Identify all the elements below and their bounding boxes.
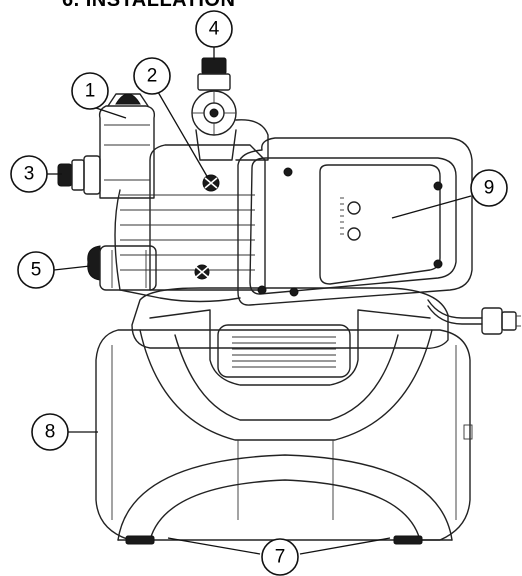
callout-9-label: 9 [484, 178, 495, 199]
callout-2: 2 [133, 57, 171, 95]
callout-1-label: 1 [85, 81, 96, 102]
callout-7: 7 [261, 538, 299, 576]
callout-9: 9 [470, 169, 508, 207]
callout-8-label: 8 [45, 422, 56, 443]
inlet-connector [57, 155, 101, 195]
callout-8: 8 [31, 413, 69, 451]
pump-body [114, 144, 266, 303]
callout-2-label: 2 [147, 66, 158, 87]
callout-3-label: 3 [24, 164, 35, 185]
leader-lines [47, 47, 472, 555]
callout-3: 3 [10, 155, 48, 193]
callout-5-label: 5 [31, 260, 42, 281]
outlet-connector [191, 57, 269, 161]
power-cable [427, 299, 521, 335]
section-heading: 6. INSTALLATION [62, 0, 236, 11]
callout-4-label: 4 [209, 19, 220, 40]
callout-1: 1 [71, 72, 109, 110]
callout-7-label: 7 [275, 547, 286, 568]
filter-housing [98, 93, 156, 199]
pressure-tank [95, 329, 473, 541]
base-arch [117, 454, 453, 545]
side-outlet [87, 245, 157, 291]
callout-5: 5 [17, 251, 55, 289]
tank-saddle [131, 287, 449, 520]
control-box [237, 137, 473, 306]
callout-4: 4 [195, 10, 233, 48]
